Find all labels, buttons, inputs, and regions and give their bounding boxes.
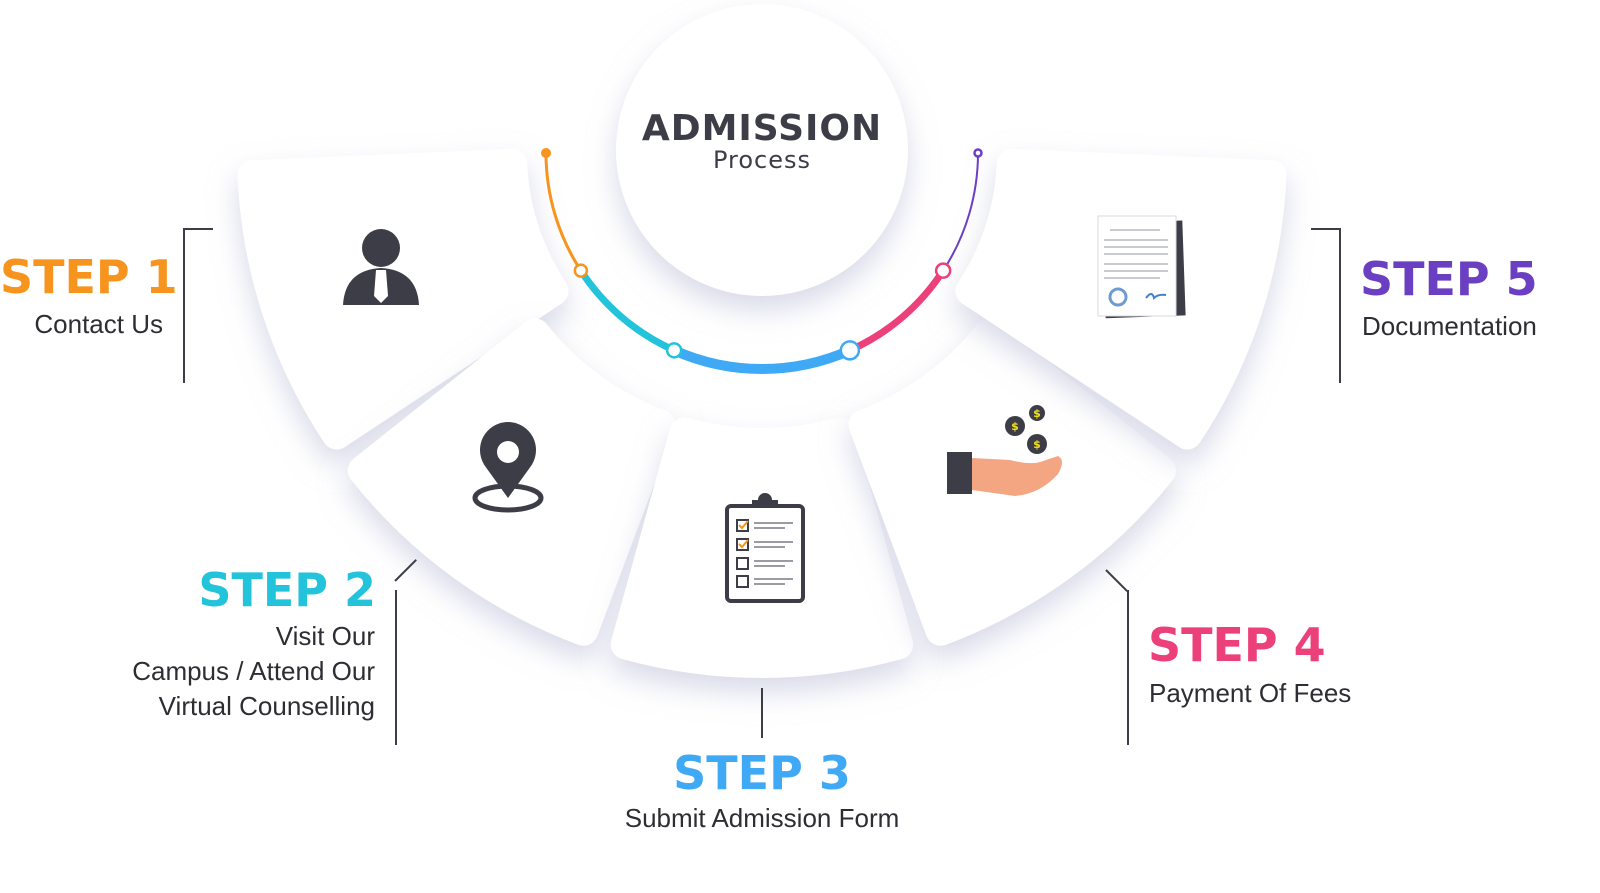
step2-description-line2: Campus / Attend Our xyxy=(132,656,375,686)
step2-description-line3: Virtual Counselling xyxy=(158,691,375,721)
location-pin-icon xyxy=(472,422,544,513)
step1-label: STEP 1 xyxy=(0,250,178,304)
step1-divider-tick xyxy=(183,228,213,230)
step2-divider xyxy=(395,590,397,745)
step5-description: Documentation xyxy=(1362,311,1537,341)
svg-text:$: $ xyxy=(1033,438,1041,451)
arc-segment-step3 xyxy=(672,345,852,374)
document-icon xyxy=(1097,215,1186,319)
arc-segment-step1 xyxy=(544,152,583,272)
step5-label: STEP 5 xyxy=(1360,252,1538,306)
arc-node-4 xyxy=(934,262,952,279)
hub-circle xyxy=(616,4,908,296)
arc-segment-step5 xyxy=(942,152,979,272)
step4-divider xyxy=(1127,590,1129,745)
step2-label: STEP 2 xyxy=(198,563,376,617)
arc-node-2 xyxy=(665,342,683,359)
step3-description: Submit Admission Form xyxy=(624,803,900,833)
step5-divider xyxy=(1339,228,1341,383)
arc-segment-step4 xyxy=(848,268,947,354)
svg-text:$: $ xyxy=(1011,420,1019,433)
step1-divider xyxy=(183,228,185,383)
clipboard-icon xyxy=(725,493,805,603)
diagram-title: ADMISSION xyxy=(641,108,883,149)
diagram-subtitle: Process xyxy=(712,146,812,174)
step1-description: Contact Us xyxy=(34,309,163,339)
arc-node-3 xyxy=(839,340,861,361)
svg-text:$: $ xyxy=(1033,407,1041,420)
step3-divider xyxy=(761,688,763,738)
person-icon xyxy=(343,229,419,305)
arc-segment-step2 xyxy=(577,268,676,354)
arc-node-1 xyxy=(573,263,589,278)
step5-divider-tick xyxy=(1311,228,1341,230)
arc-node-5 xyxy=(973,148,983,158)
hand-coins-icon: $ $ $ xyxy=(947,405,1062,496)
step4-description: Payment Of Fees xyxy=(1149,678,1352,708)
step3-label: STEP 3 xyxy=(673,746,851,800)
step2-description-line1: Visit Our xyxy=(275,621,375,651)
step4-label: STEP 4 xyxy=(1148,618,1326,672)
arc-node-0 xyxy=(541,148,551,158)
